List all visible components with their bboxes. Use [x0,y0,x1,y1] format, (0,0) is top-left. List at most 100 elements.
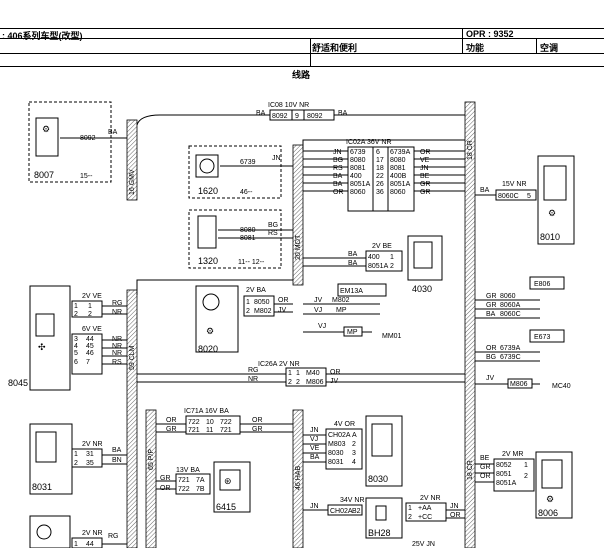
svg-text:1: 1 [408,505,412,512]
svg-text:IC08 10V NR: IC08 10V NR [268,102,309,109]
motor-icon: ⊛ [224,476,232,486]
bus-mot [292,144,304,286]
component-8006: BE GR OR 2V MR 8052 1 8051 2 8051A ⚙ 800… [475,451,573,519]
svg-text:1: 1 [390,254,394,261]
svg-text:M802: M802 [332,297,350,304]
svg-text:3: 3 [352,450,356,457]
svg-text:722: 722 [188,419,200,426]
vrule-function [536,38,537,53]
bus-label-mot: 20 MOT [295,234,302,260]
svg-text:46: 46 [86,350,94,357]
svg-text:36: 36 [376,189,384,196]
svg-text:8060: 8060 [350,189,366,196]
svg-text:15V NR: 15V NR [502,181,527,188]
svg-text:CH02A: CH02A [328,432,351,439]
label-8045: 8045 [8,378,28,388]
svg-text:35: 35 [86,460,94,467]
opr-code: OPR : 9352 [466,29,514,39]
svg-text:NR: NR [112,309,122,316]
svg-text:2: 2 [408,514,412,521]
connector-ic08: IC08 10V NR 8092 9 8092 BA BA [256,102,348,121]
svg-text:2: 2 [88,311,92,318]
svg-text:8092: 8092 [307,113,323,120]
fan-icon: ✣ [38,342,46,352]
svg-text:5: 5 [527,193,531,200]
bus-label-cr-top: 18 CR [467,140,474,160]
svg-text:E806: E806 [534,281,550,288]
svg-text:BN: BN [112,457,122,464]
svg-text:BA: BA [333,173,343,180]
svg-text:BA: BA [112,447,122,454]
svg-text:2V MR: 2V MR [502,451,523,458]
bus-hab [292,409,304,548]
svg-text:BA: BA [348,260,358,267]
component-1320: 8080 8081 BG RS 1320 11-- 12-- [188,209,293,269]
svg-text:9: 9 [295,113,299,120]
svg-text:2: 2 [390,263,394,270]
function-label: 功能 [466,43,485,53]
svg-text:3: 3 [74,336,78,343]
bus-label-clm: 59 CLM [129,345,136,370]
svg-text:GR: GR [486,293,497,300]
svg-text:8052: 8052 [496,462,512,469]
gear-icon: ⚙ [546,494,554,504]
svg-text:721: 721 [188,427,200,434]
svg-text:2V NR: 2V NR [420,495,441,502]
header: : 406系列车型(改型) OPR : 9352 舒适和便利 功能 空调 线路 [0,0,604,80]
svg-text:JN: JN [450,503,459,510]
svg-text:+CC: +CC [418,514,432,521]
svg-text:JN: JN [333,149,342,156]
svg-text:31: 31 [86,451,94,458]
svg-text:BG: BG [333,157,343,164]
svg-text:JN: JN [420,165,429,172]
svg-text:M806: M806 [306,379,324,386]
bus-pp [145,409,157,548]
svg-text:8080: 8080 [350,157,366,164]
label-8020: 8020 [198,344,218,354]
svg-text:M40: M40 [306,370,320,377]
svg-text:GR: GR [420,189,431,196]
svg-text:OR: OR [480,473,491,480]
svg-text:2: 2 [352,441,356,448]
svg-text:RS: RS [112,359,122,366]
svg-text:NR: NR [112,343,122,350]
svg-text:BA: BA [338,110,348,117]
svg-text:15--: 15-- [80,173,93,180]
label-8006: 8006 [538,508,558,518]
component-8010: 15V NR 8060C 5 BA ⚙ 8010 [475,155,575,245]
svg-text:400: 400 [350,173,362,180]
svg-text:1: 1 [246,299,250,306]
svg-text:RG: RG [112,300,123,307]
svg-text:EM13A: EM13A [340,288,363,295]
svg-text:OR: OR [252,417,263,424]
svg-text:11: 11 [206,427,213,434]
svg-text:2V VE: 2V VE [82,293,102,300]
right-splices: E806 GR 8060 GR 8060A BA 8060C E673 OR 6… [475,276,571,390]
svg-text:BA: BA [310,454,320,461]
svg-text:RG: RG [248,367,259,374]
component-4030: 2V BE 400 1 8051A 2 BA BA 4030 [303,235,443,294]
label-8031: 8031 [32,482,52,492]
svg-text:11-- 12--: 11-- 12-- [238,259,265,266]
svg-text:8080: 8080 [390,157,406,164]
label-8010: 8010 [540,232,560,242]
svg-text:8092: 8092 [272,113,288,120]
svg-text:MP: MP [336,307,347,314]
svg-text:5: 5 [74,350,78,357]
svg-text:VE: VE [310,445,320,452]
gear-icon: ⚙ [206,326,214,336]
component-6415: 13V BA 721 7A 722 7B GR OR ⊛ 6415 [156,461,251,513]
svg-text:1: 1 [74,303,78,310]
svg-text:E673: E673 [534,334,550,341]
svg-text:8050: 8050 [254,299,270,306]
svg-text:VJ: VJ [318,323,326,330]
svg-text:OR: OR [278,297,289,304]
svg-text:722: 722 [178,486,190,493]
svg-text:8060C: 8060C [500,311,521,318]
label-bh28: BH28 [368,528,391,538]
wiring-diagram: 16 GMV 20 MOT 59 CLM 65 P/P 46 HAB 18 CR… [8,101,575,548]
section-name: 舒适和便利 [312,43,358,53]
bus-gmv [126,119,138,201]
svg-text:44: 44 [86,541,94,548]
svg-text:25V JN: 25V JN [412,541,435,548]
